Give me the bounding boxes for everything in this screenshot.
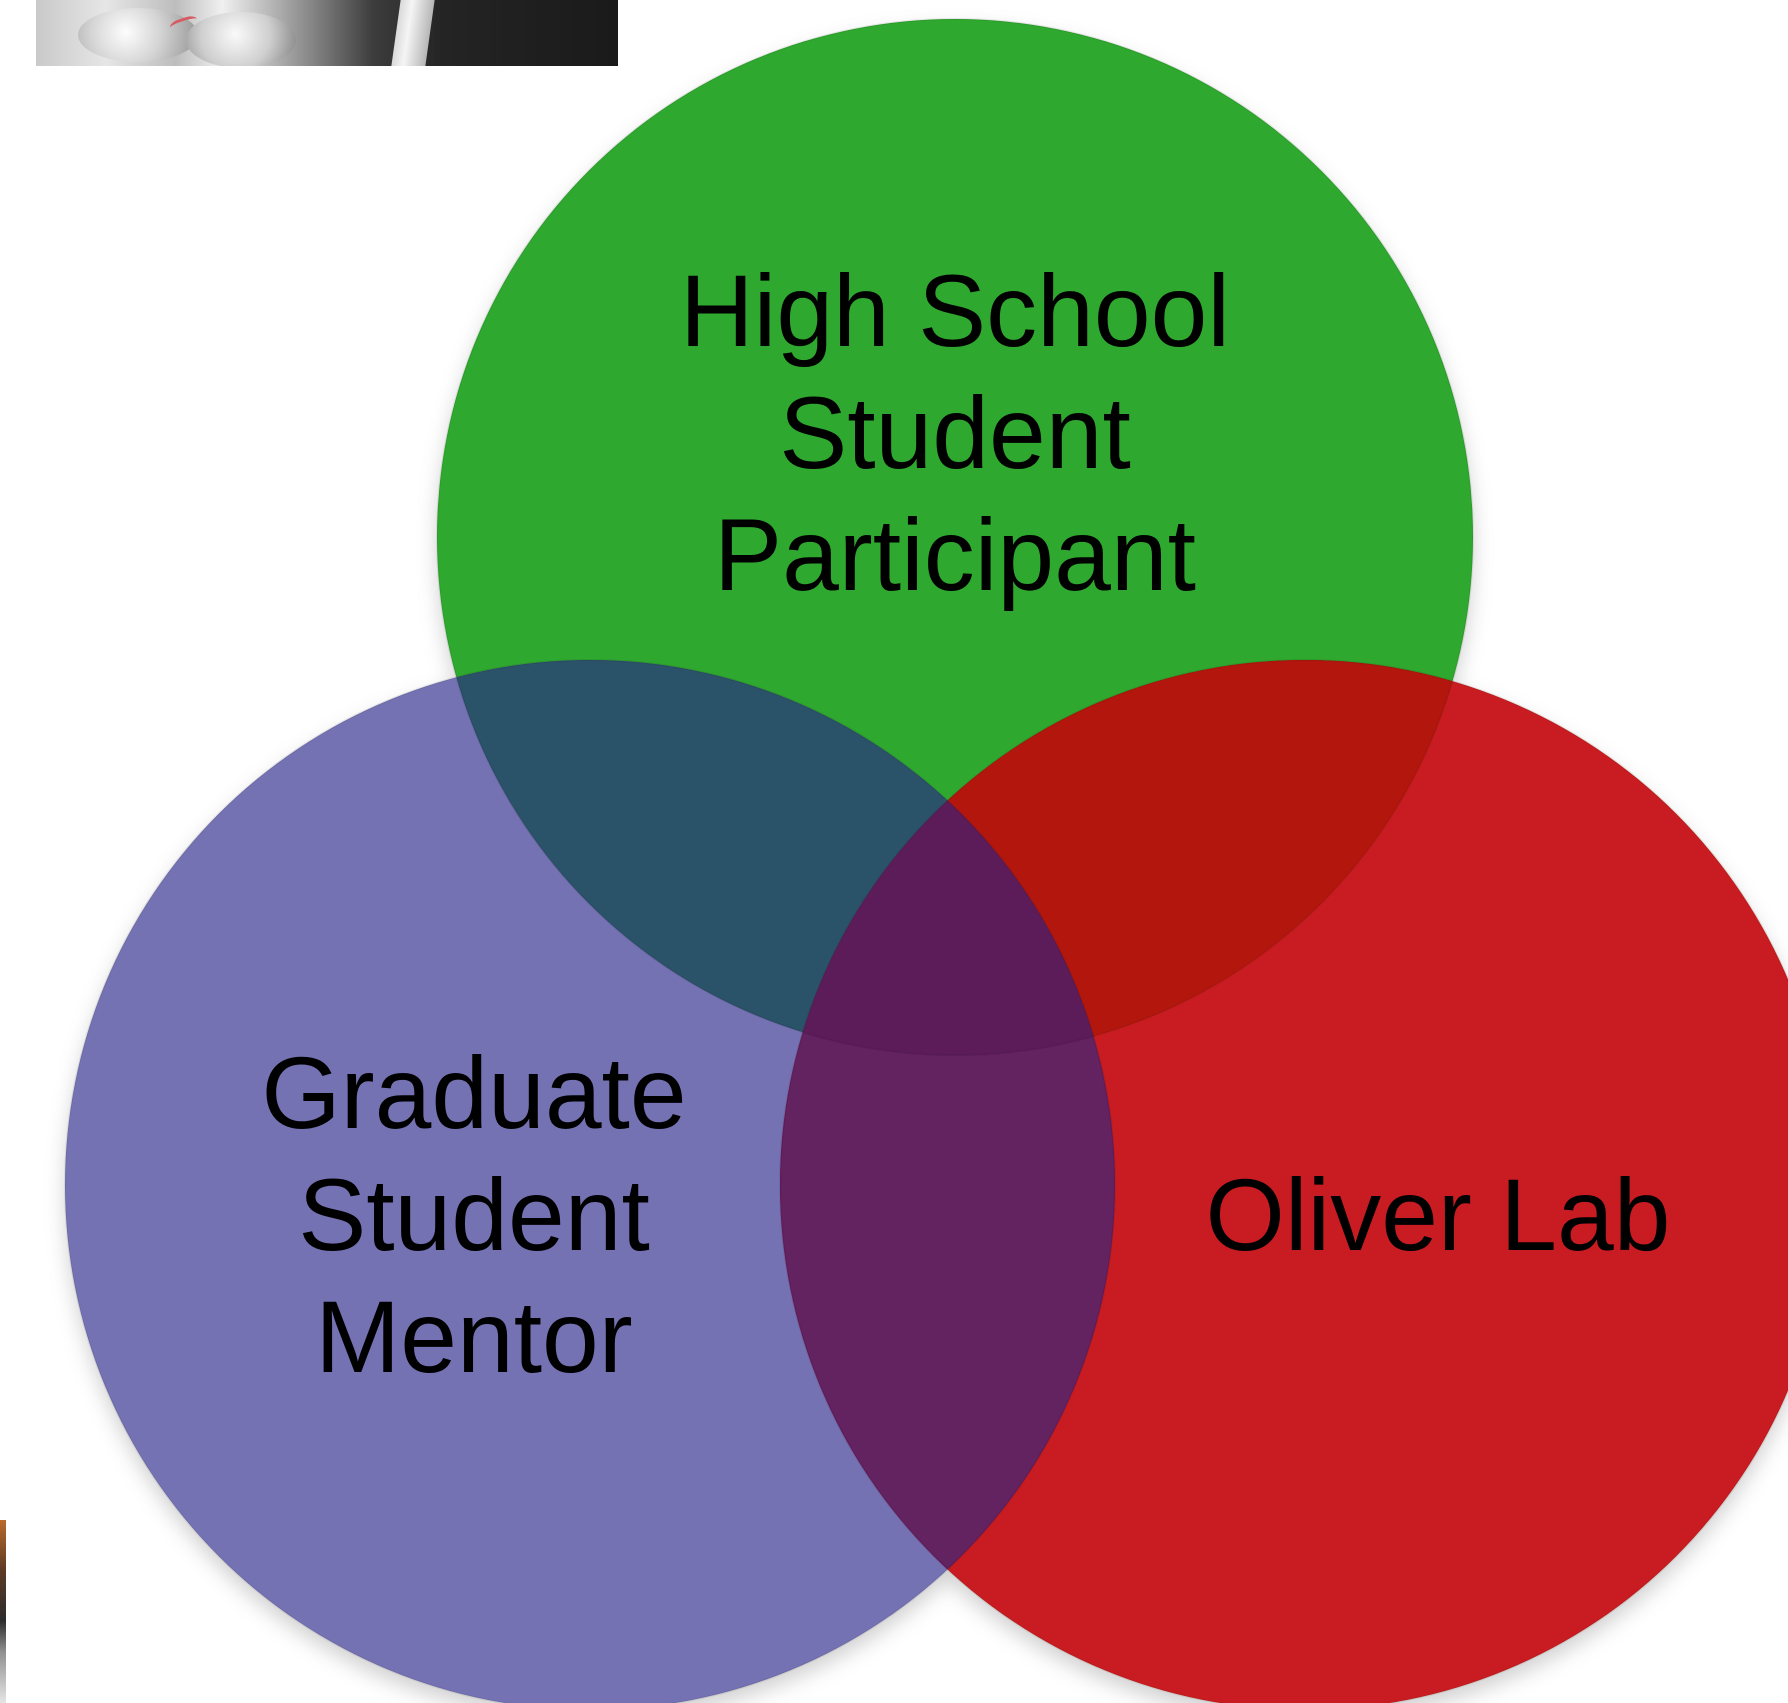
top-photo-fragment — [36, 0, 618, 66]
graduate-label-line-3: Mentor — [315, 1280, 632, 1394]
graduate-label-line-2: Student — [298, 1158, 650, 1272]
red-circle-outline — [779, 659, 1788, 1703]
venn-shapes — [64, 18, 1788, 1703]
photo-highlight — [186, 12, 296, 66]
high-school-label-line-3: Participant — [714, 498, 1196, 612]
graduate-label-line-1: Graduate — [261, 1036, 686, 1150]
left-photo-strip — [0, 1520, 6, 1703]
high-school-label-line-2: Student — [779, 376, 1131, 490]
blue-circle-outline — [64, 659, 1116, 1703]
photo-highlight — [78, 8, 198, 62]
green-circle-outline — [436, 18, 1474, 1056]
oliver-lab-label: Oliver Lab — [1206, 1158, 1671, 1272]
center-overlap — [780, 660, 1115, 1055]
high-school-label-line-1: High School — [680, 254, 1230, 368]
